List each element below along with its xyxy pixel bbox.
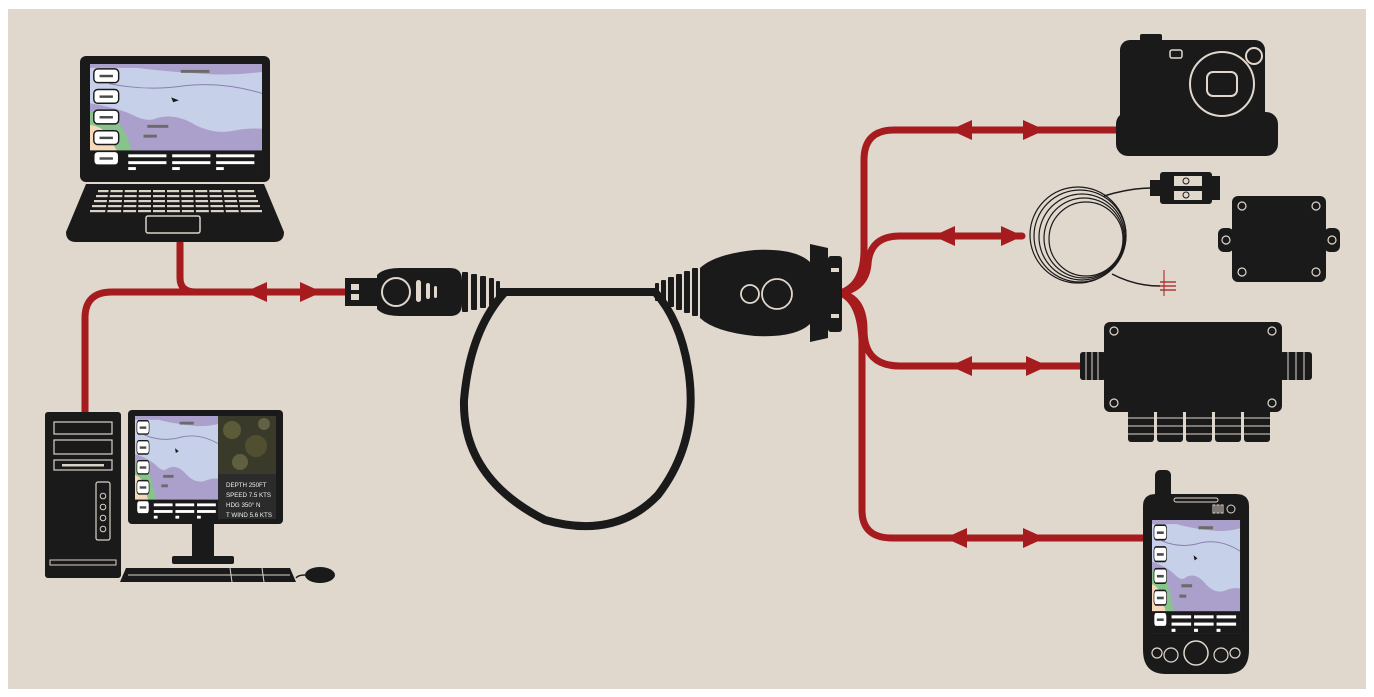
sensor-box-icon — [1218, 196, 1340, 282]
overlay-heading: HDG 350° N — [226, 502, 260, 509]
laptop-icon — [66, 56, 284, 242]
camera-icon — [1116, 34, 1278, 156]
overlay-true-wind: T WIND 5.6 KTS — [226, 512, 272, 519]
pda-icon — [1143, 470, 1249, 674]
overlay-speed: SPEED 7.5 KTS — [226, 492, 271, 499]
overlay-depth: DEPTH 250FT — [226, 482, 267, 489]
